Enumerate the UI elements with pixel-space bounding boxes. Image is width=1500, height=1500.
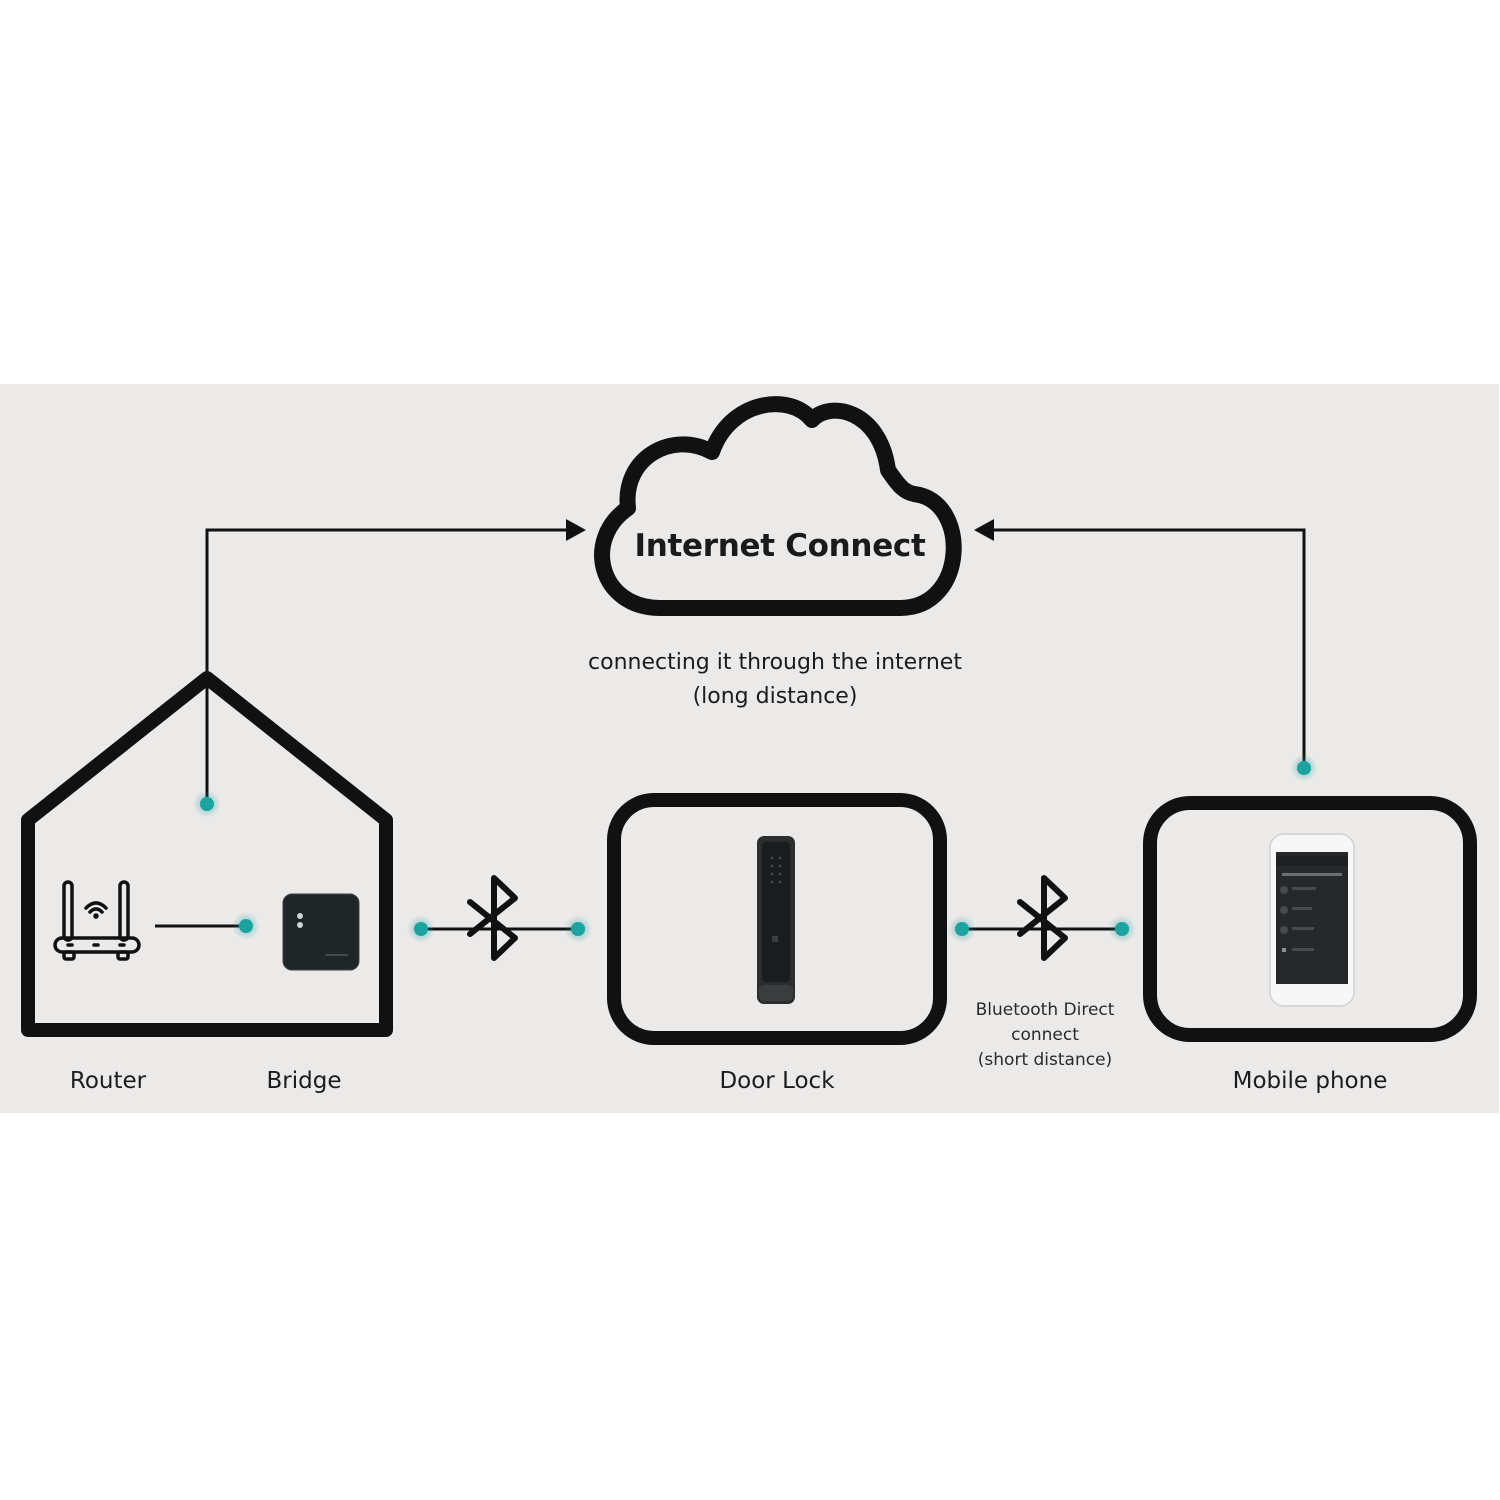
- bluetooth-caption-line1: Bluetooth Direct: [975, 1000, 1115, 1020]
- internet-caption-line1: connecting it through the internet: [588, 650, 962, 675]
- door-lock-box: [607, 793, 947, 1045]
- bluetooth-caption-line3: (short distance): [977, 1050, 1113, 1070]
- node-dot-phone-input: [1108, 915, 1136, 943]
- house-to-cloud-arrow: [205, 519, 586, 800]
- bridge-label: Bridge: [266, 1068, 342, 1094]
- smartphone-icon: [1269, 833, 1355, 1007]
- router-label: Router: [69, 1068, 147, 1094]
- bluetooth-caption: Bluetooth Direct connect (short distance…: [950, 998, 1140, 1073]
- node-dot-bridge-input: [232, 912, 260, 940]
- wifi-router-icon: [53, 880, 141, 961]
- node-dot-phone-uplink: [1290, 754, 1318, 782]
- bluetooth-link-lock-phone: [962, 875, 1122, 961]
- node-dot-house-uplink: [193, 790, 221, 818]
- bluetooth-link-bridge-lock: [421, 875, 578, 961]
- cloud-title: Internet Connect: [634, 528, 926, 564]
- smart-door-lock-icon: [757, 836, 795, 1004]
- door-lock-label: Door Lock: [719, 1068, 835, 1094]
- node-dots: [193, 754, 1318, 943]
- internet-caption: connecting it through the internet (long…: [540, 646, 1010, 714]
- node-dot-lock-input: [564, 915, 592, 943]
- diagram-background: [0, 384, 1499, 1113]
- bluetooth-caption-line2: connect: [1011, 1025, 1079, 1045]
- bridge-device-icon: [282, 893, 360, 971]
- cloud-icon: [594, 396, 962, 616]
- phone-to-cloud-arrow: [974, 519, 1306, 766]
- bluetooth-icon: [467, 875, 518, 961]
- node-dot-lock-output: [948, 915, 976, 943]
- node-dot-bridge-output: [407, 915, 435, 943]
- mobile-phone-box: [1143, 796, 1477, 1042]
- house-icon: [21, 671, 393, 1037]
- internet-caption-line2: (long distance): [692, 684, 858, 709]
- mobile-phone-label: Mobile phone: [1232, 1068, 1388, 1094]
- bluetooth-icon: [1017, 875, 1068, 961]
